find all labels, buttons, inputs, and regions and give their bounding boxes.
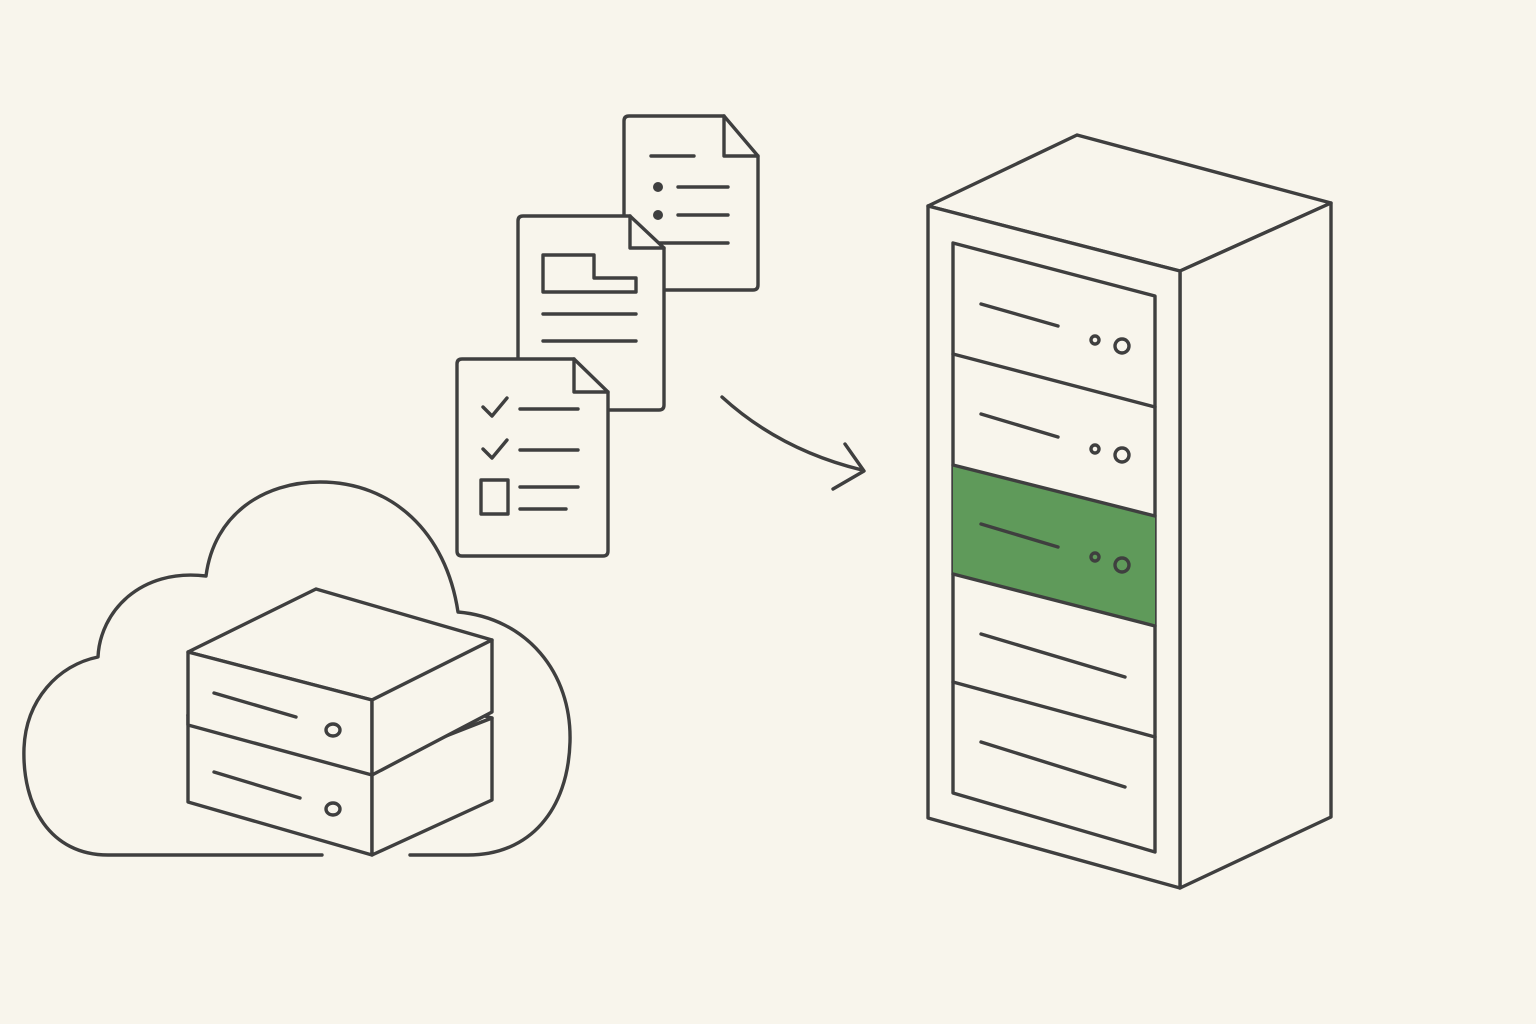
rack-slot-3 — [979, 522, 1131, 574]
checklist-document-icon — [455, 357, 610, 558]
server-unit-upper — [186, 587, 494, 777]
checkbox-icon — [479, 478, 510, 516]
rack-slot-2 — [979, 412, 1131, 464]
rack-slot-5 — [979, 740, 1127, 789]
server-rack-icon — [926, 133, 1333, 890]
curved-arrow-icon — [720, 395, 866, 491]
rack-slot-1 — [979, 302, 1131, 355]
stacked-server-icon — [186, 587, 494, 857]
check-icon — [481, 438, 509, 460]
rack-slot-4 — [979, 632, 1127, 679]
check-icon — [481, 396, 509, 418]
